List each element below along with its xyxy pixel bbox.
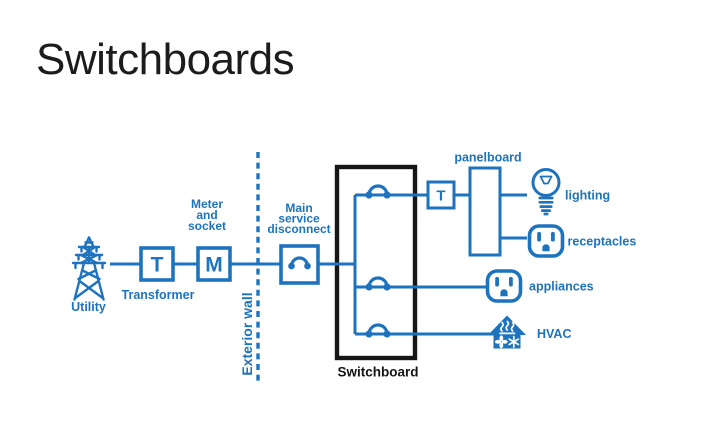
panel-transformer-box — [426, 180, 456, 210]
hvac-label: HVAC — [537, 327, 572, 341]
switchboard-label: Switchboard — [337, 365, 418, 380]
svg-text:Meter: Meter — [191, 197, 223, 211]
exterior-wall-label: Exterior wall — [239, 292, 255, 375]
connection-lines — [110, 193, 527, 336]
main-disconnect-breaker-icon — [288, 256, 311, 270]
svg-text:disconnect: disconnect — [267, 222, 330, 236]
breaker-icon-top — [363, 184, 393, 201]
appliances-outlet-icon — [485, 269, 523, 303]
meter-symbol: M — [205, 254, 223, 277]
receptacle-icon — [527, 224, 565, 258]
lighting-label: lighting — [565, 189, 610, 203]
transformer-box — [139, 246, 175, 282]
main-disconnect-box — [279, 244, 320, 285]
transformer-label: Transformer — [122, 288, 195, 302]
receptacles-label: receptacles — [568, 235, 637, 249]
panelboard-label: panelboard — [454, 151, 521, 165]
svg-text:and: and — [196, 208, 217, 222]
fan-icon — [494, 335, 508, 349]
house-hvac-icon — [488, 315, 526, 349]
page-title: Switchboards — [36, 35, 295, 84]
meter-label: Meter and socket — [188, 197, 226, 233]
panel-transformer-symbol: T — [436, 188, 445, 205]
breaker-icon-middle — [363, 276, 393, 293]
transformer-symbol: T — [151, 254, 164, 277]
svg-text:socket: socket — [188, 219, 226, 233]
panelboard-box — [468, 166, 502, 257]
main-disconnect-label: Main service disconnect — [267, 201, 330, 236]
meter-box — [196, 246, 232, 282]
snowflake-icon — [508, 335, 520, 348]
breaker-icon-bottom — [363, 323, 393, 340]
appliances-label: appliances — [529, 280, 594, 294]
svg-text:Main: Main — [285, 201, 312, 215]
lightbulb-icon — [531, 168, 561, 216]
utility-label: Utility — [71, 300, 106, 314]
utility-tower-icon — [71, 236, 107, 301]
svg-text:service: service — [278, 212, 320, 226]
